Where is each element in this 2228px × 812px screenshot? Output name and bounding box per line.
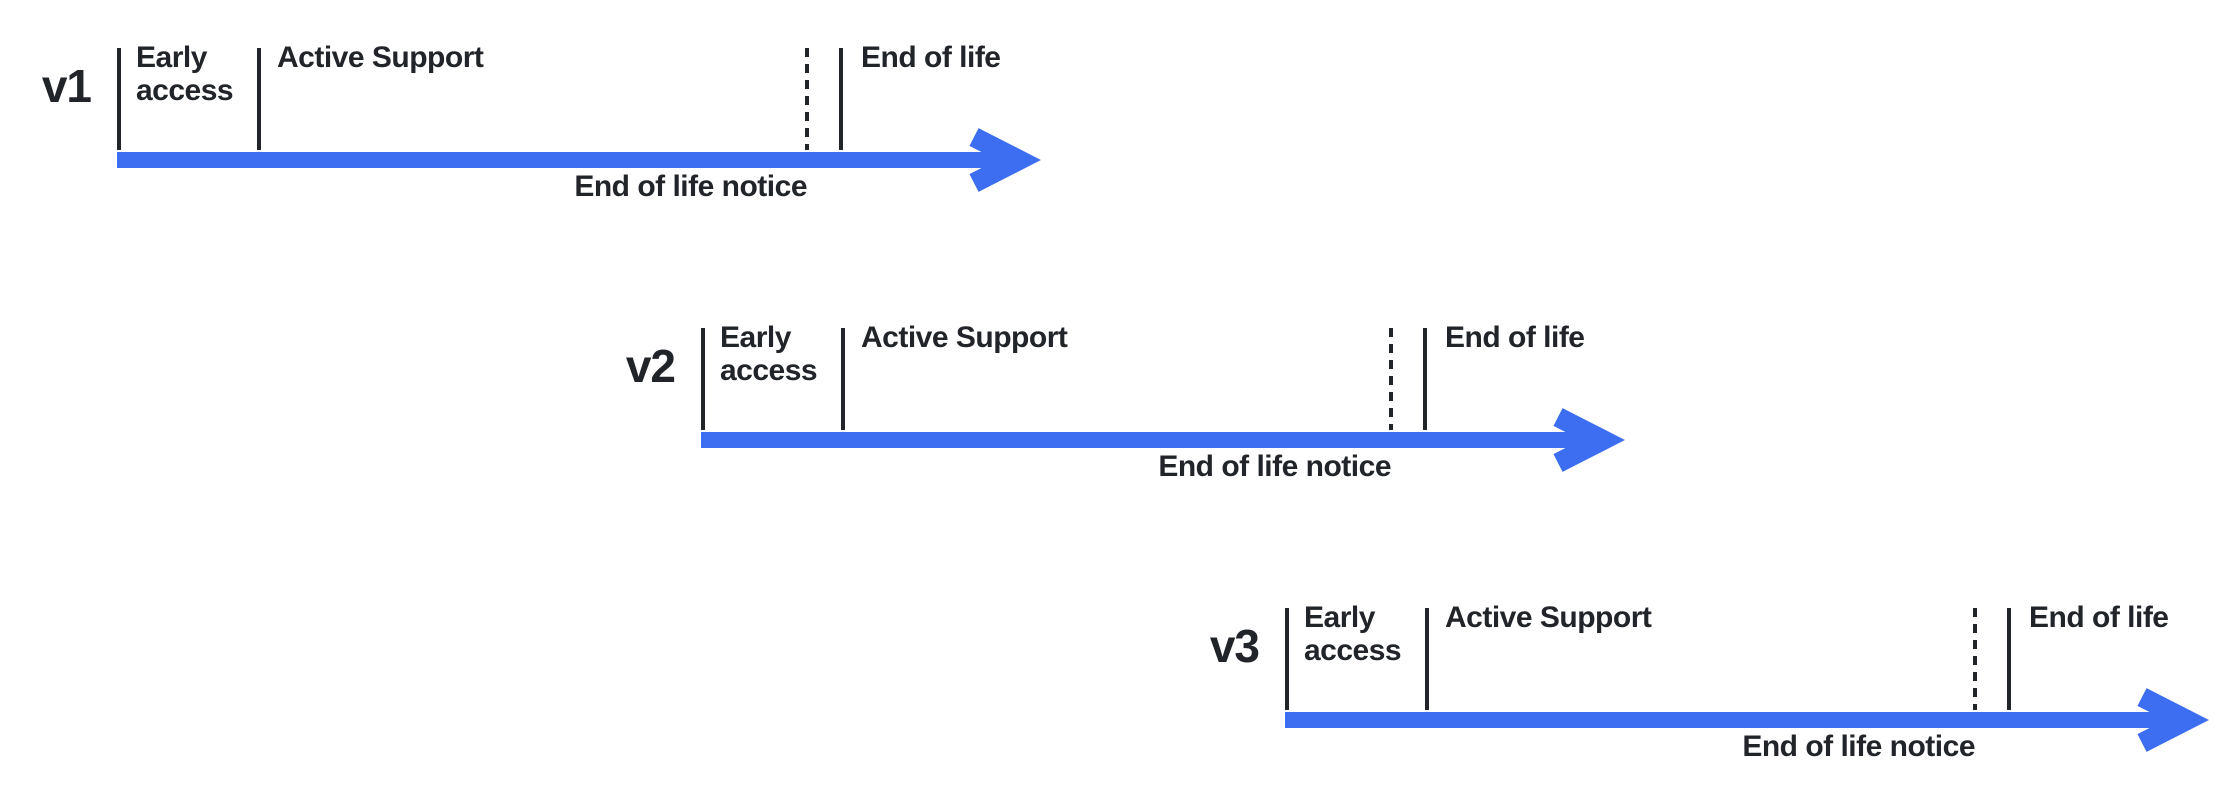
active-support-start-tick: [257, 48, 261, 150]
end-of-life-label: End of life: [2029, 601, 2169, 634]
active-support-label: Active Support: [861, 321, 1068, 354]
active-support-start-tick: [841, 328, 845, 430]
end-of-life-notice-label: End of life notice: [1742, 730, 1975, 763]
version-label: v2: [625, 340, 676, 392]
end-of-life-tick: [1423, 328, 1427, 430]
early-access-start-tick: [117, 48, 121, 150]
end-of-life-tick: [2007, 608, 2011, 710]
end-of-life-label: End of life: [861, 41, 1001, 74]
arrowhead-icon: [2137, 688, 2209, 752]
active-support-label: Active Support: [277, 41, 484, 74]
end-of-life-notice-dashed-tick: [805, 48, 809, 150]
end-of-life-tick: [839, 48, 843, 150]
timeline-bar: [701, 432, 1589, 448]
version-label: v3: [1209, 620, 1260, 672]
early-access-start-tick: [1285, 608, 1289, 710]
arrowhead-icon: [969, 128, 1041, 192]
end-of-life-notice-label: End of life notice: [574, 170, 807, 203]
early-access-start-tick: [701, 328, 705, 430]
end-of-life-label: End of life: [1445, 321, 1585, 354]
timeline-bar: [1285, 712, 2173, 728]
early-access-label: Early access: [1304, 601, 1402, 667]
end-of-life-notice-dashed-tick: [1973, 608, 1977, 710]
early-access-label: Early access: [136, 41, 234, 107]
end-of-life-notice-dashed-tick: [1389, 328, 1393, 430]
active-support-label: Active Support: [1445, 601, 1652, 634]
active-support-start-tick: [1425, 608, 1429, 710]
arrowhead-icon: [1553, 408, 1625, 472]
timeline-bar: [117, 152, 1005, 168]
early-access-label: Early access: [720, 321, 818, 387]
end-of-life-notice-label: End of life notice: [1158, 450, 1391, 483]
version-label: v1: [41, 60, 92, 112]
